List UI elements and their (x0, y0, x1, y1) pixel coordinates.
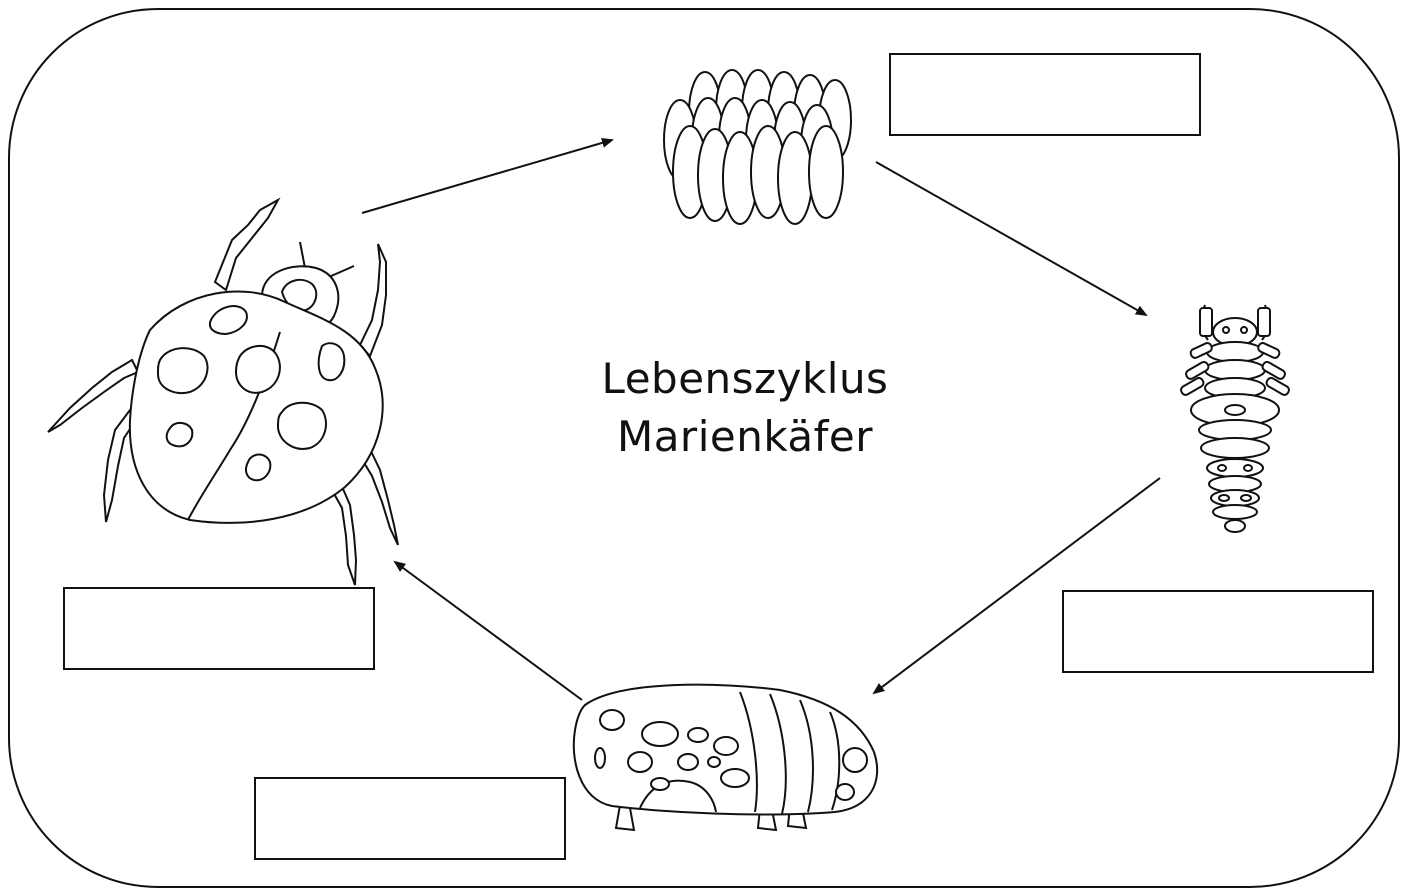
answer-box-larva[interactable] (1062, 590, 1374, 673)
answer-box-eggs[interactable] (889, 53, 1201, 136)
answer-box-beetle[interactable] (63, 587, 375, 670)
diagram-title: Lebenszyklus Marienkäfer (560, 350, 930, 466)
title-line-2: Marienkäfer (560, 408, 930, 466)
beetle-illustration (48, 200, 398, 585)
larva-illustration (1180, 305, 1291, 532)
arrow-beetle-to-eggs (362, 140, 612, 213)
answer-box-pupa[interactable] (254, 777, 566, 860)
eggs-illustration (664, 70, 851, 224)
pupa-illustration (574, 685, 877, 830)
title-line-1: Lebenszyklus (560, 350, 930, 408)
arrow-pupa-to-beetle (395, 562, 582, 700)
arrow-eggs-to-larva (876, 162, 1146, 315)
